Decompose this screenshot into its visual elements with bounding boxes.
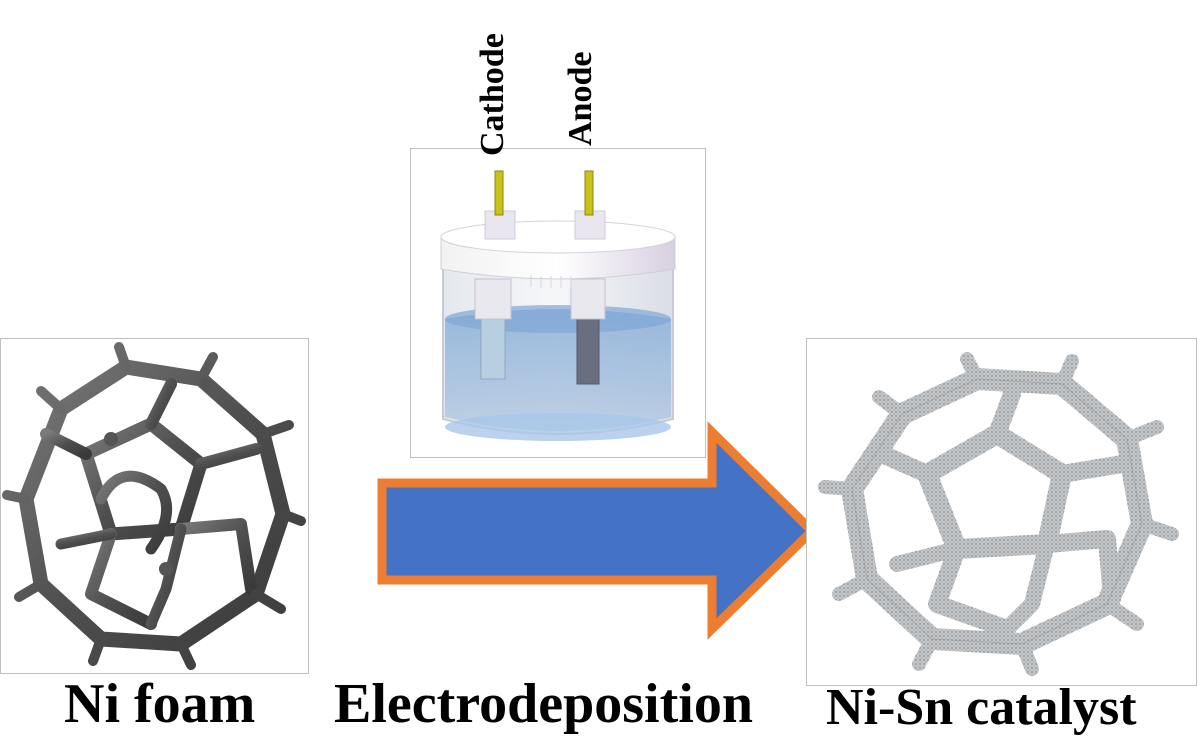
- electrolytic-cell-icon: [440, 170, 676, 441]
- ni-sn-catalyst-caption: Ni-Sn catalyst: [826, 679, 1137, 736]
- ni-foam-panel: [0, 338, 309, 674]
- electrolytic-cell-panel: [410, 148, 706, 458]
- electrodeposition-caption: Electrodeposition: [334, 673, 753, 735]
- ni-foam-structure-icon: [2, 342, 306, 670]
- ni-sn-catalyst-panel: [806, 338, 1197, 686]
- cathode-electrode-icon: [480, 308, 506, 380]
- ni-sn-catalyst-structure-icon: [818, 352, 1179, 676]
- ni-foam-caption: Ni foam: [64, 673, 256, 735]
